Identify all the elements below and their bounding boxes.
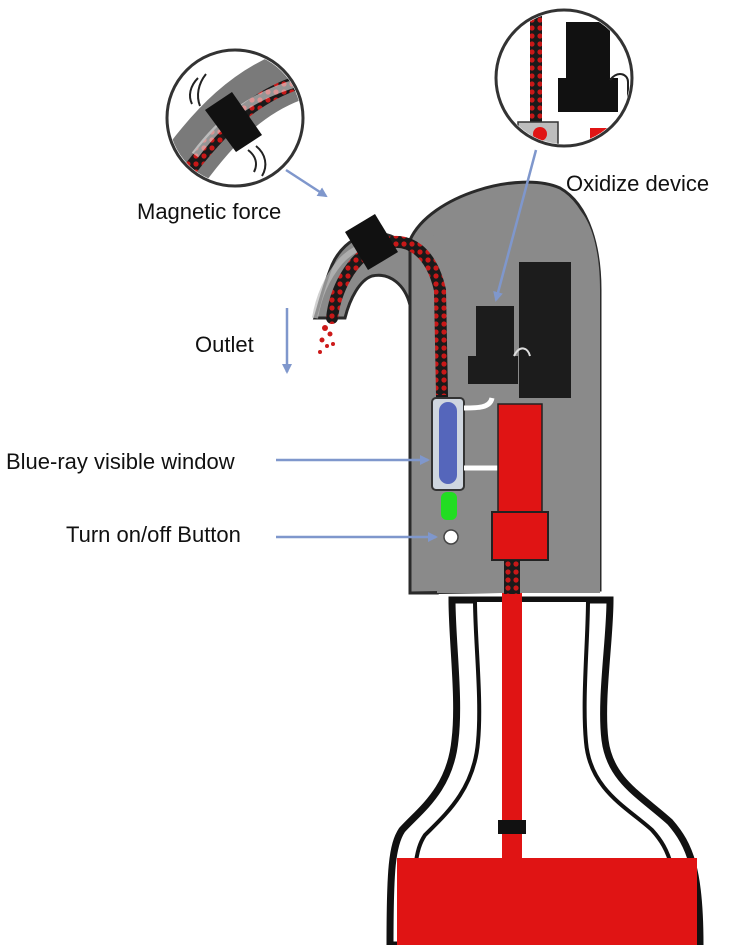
magnetic-force-label: Magnetic force [137,199,282,224]
pump-block [519,262,571,398]
blue-ray-window-label: Blue-ray visible window [6,449,235,474]
oxidize-device-label: Oxidize device [566,171,710,196]
power-button-label: Turn on/off Button [66,522,241,547]
blue-ray-window [439,402,457,484]
red-chamber [497,403,543,513]
arrow-magnetic [285,168,328,198]
magnetic-ring [345,214,398,270]
power-button[interactable] [443,529,459,545]
wine-in-bottle [397,858,697,945]
wine-bottle [386,596,704,945]
wine-drops [318,325,335,354]
power-led [441,492,457,520]
magnetic-force-callout [165,48,305,188]
outlet-label: Outlet [195,332,254,357]
oxidize-device-callout [494,8,634,148]
suction-tube [498,560,526,860]
arrow-oxidize [493,149,538,302]
